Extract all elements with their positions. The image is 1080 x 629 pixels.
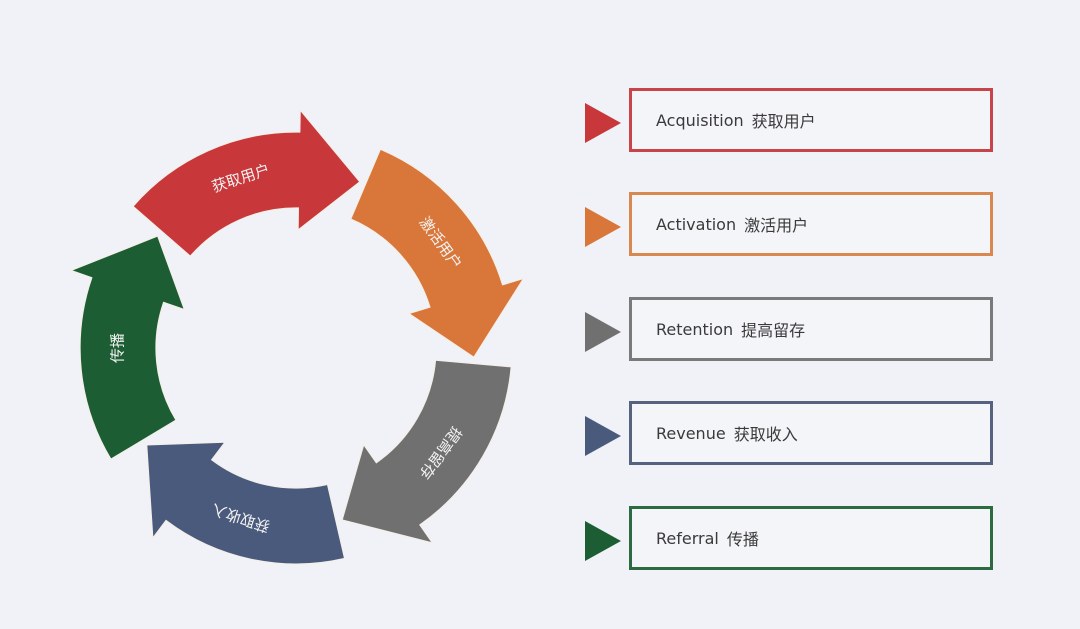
legend-label-en: Retention [656, 319, 734, 339]
legend-label-en: Referral [656, 528, 719, 548]
legend-label-en: Acquisition [656, 110, 744, 130]
cycle-arrow-revenue [146, 441, 346, 565]
legend-label-zh: 获取用户 [751, 112, 816, 131]
legend-item-acquisition: Acquisition 获取用户 [585, 88, 1000, 158]
cycle-arrow-acquisition [132, 108, 361, 258]
legend-label-zh: 获取收入 [733, 425, 798, 444]
legend-item-retention: Retention 提高留存 [585, 297, 1000, 367]
legend-label-en: Activation [656, 214, 737, 234]
legend-box: Referral 传播 [629, 506, 993, 570]
cycle-arrow-activation [349, 148, 525, 359]
legend-box: Revenue 获取收入 [629, 401, 993, 465]
legend-item-revenue: Revenue 获取收入 [585, 401, 1000, 471]
legend-box: Acquisition 获取用户 [629, 88, 993, 152]
triangle-marker-icon [585, 207, 621, 247]
cycle-arrow-retention [341, 359, 512, 544]
legend-item-activation: Activation 激活用户 [585, 192, 1000, 262]
legend-box: Activation 激活用户 [629, 192, 993, 256]
legend-label-zh: 提高留存 [741, 321, 806, 340]
legend-label-zh: 传播 [726, 530, 759, 549]
legend-box: Retention 提高留存 [629, 297, 993, 361]
triangle-marker-icon [585, 103, 621, 143]
legend-item-referral: Referral 传播 [585, 506, 1000, 576]
triangle-marker-icon [585, 312, 621, 352]
triangle-marker-icon [585, 416, 621, 456]
legend-label-zh: 激活用户 [744, 216, 809, 235]
legend-label-en: Revenue [656, 423, 726, 443]
cycle-arrow-referral [69, 235, 186, 461]
cycle-label-referral: 传播 [109, 333, 127, 363]
triangle-marker-icon [585, 521, 621, 561]
